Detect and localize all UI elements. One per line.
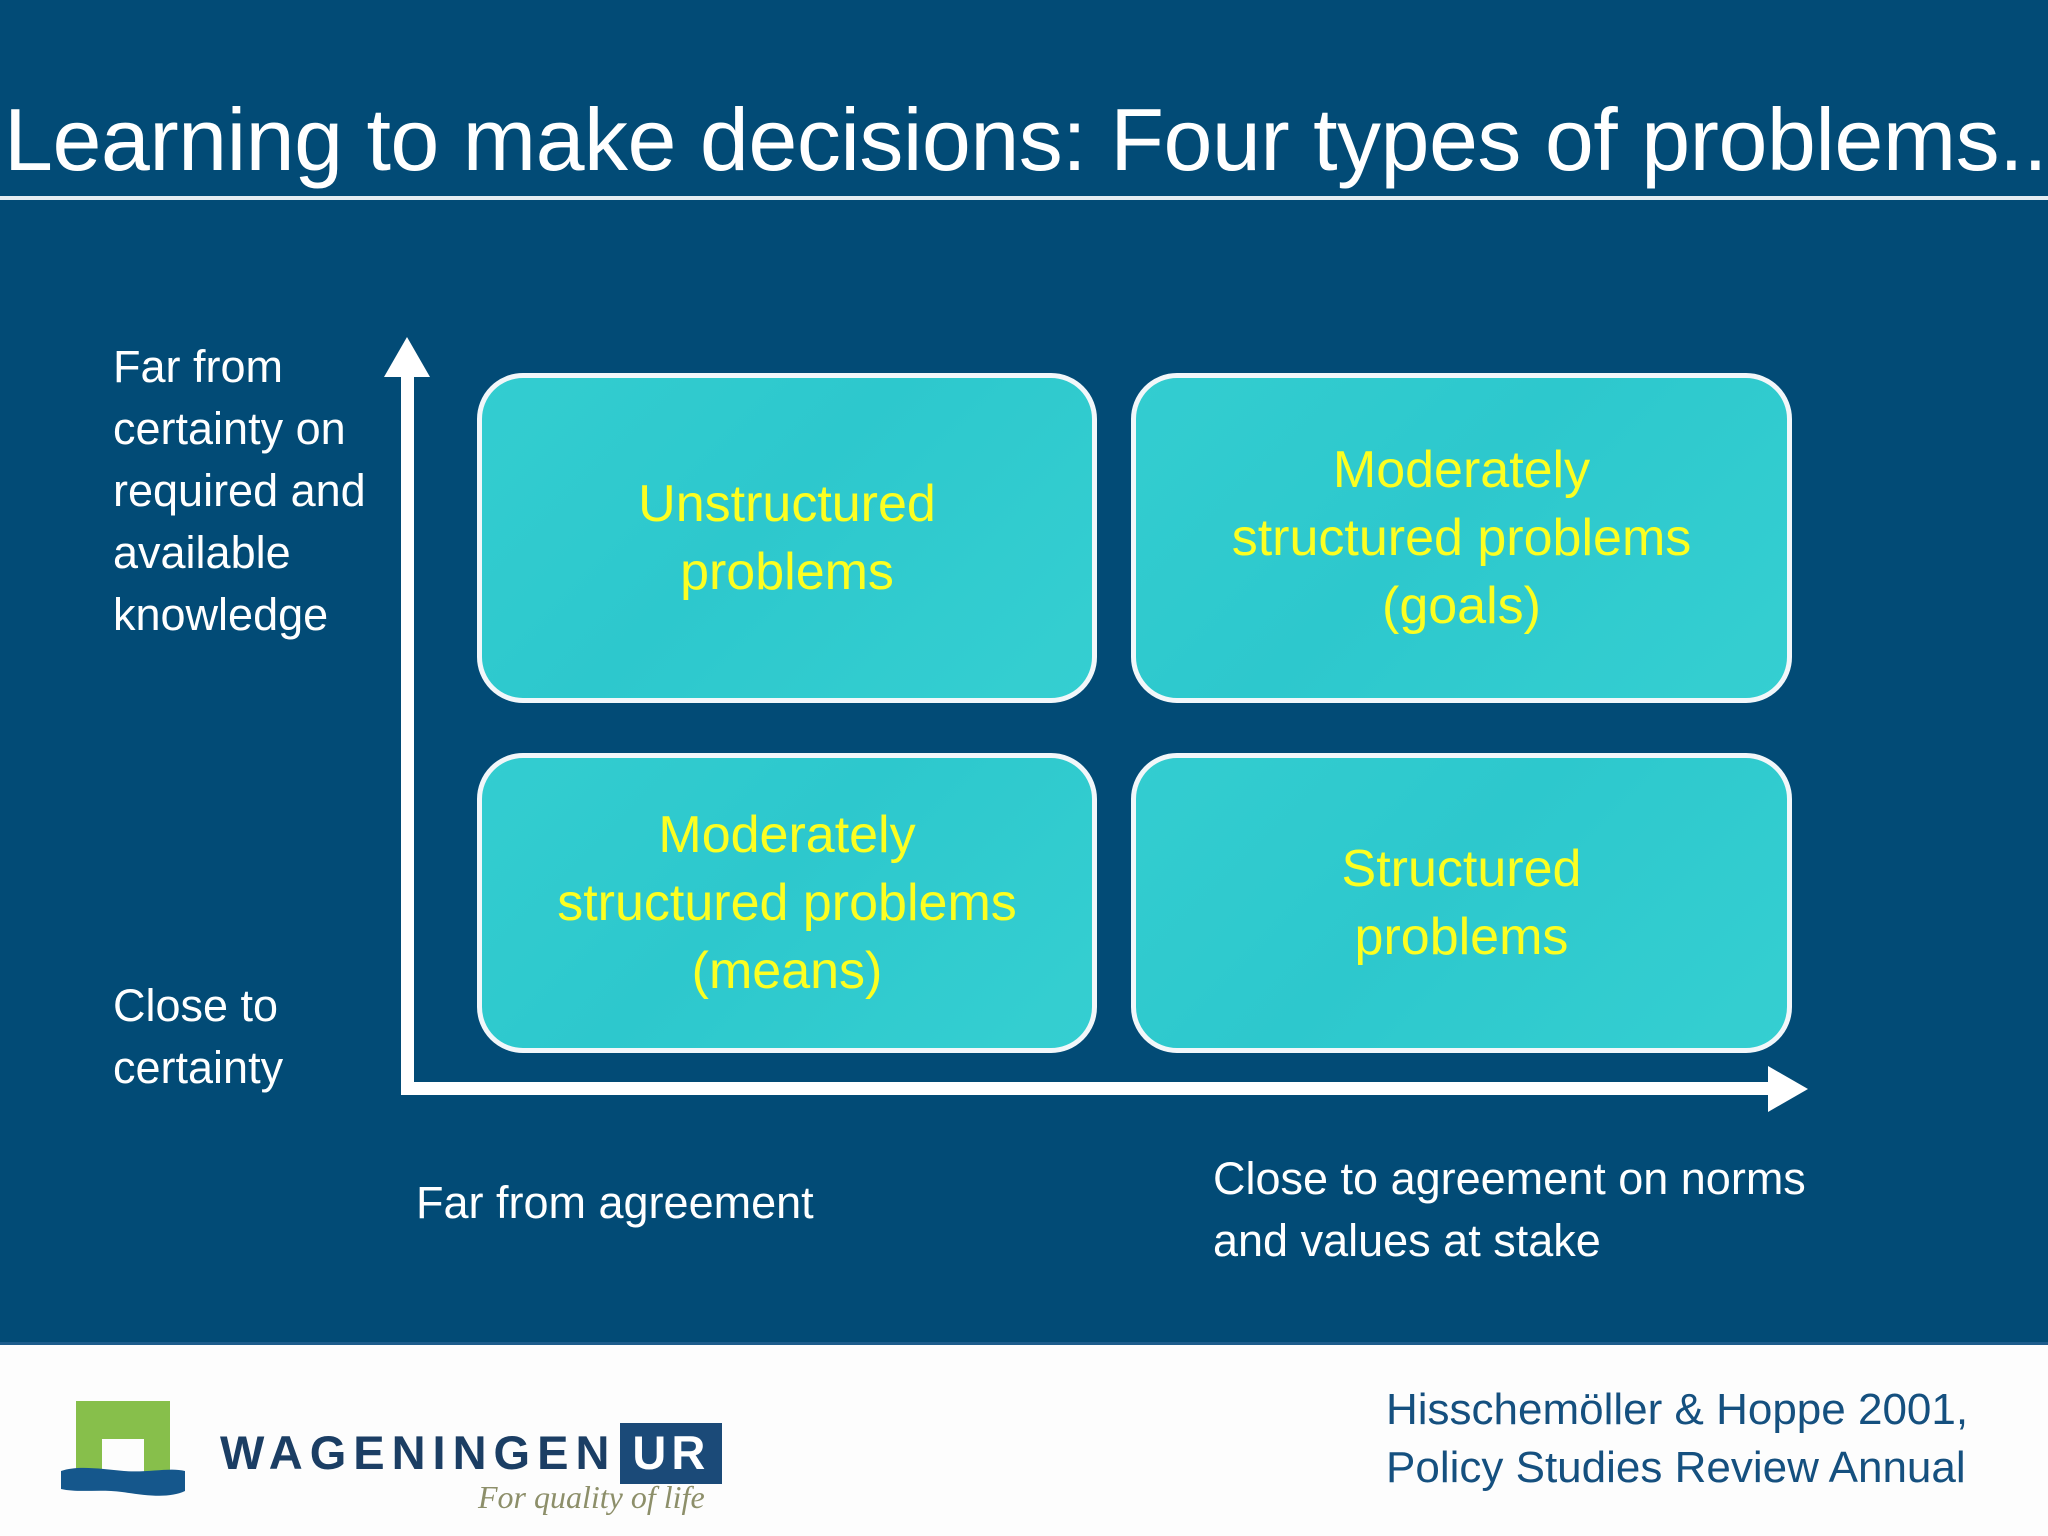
logo-tagline: For quality of life — [478, 1479, 705, 1515]
logo-ur-badge: UR — [620, 1423, 723, 1484]
citation-line-2: Policy Studies Review Annual — [1386, 1443, 1966, 1492]
title-underline — [0, 196, 2048, 200]
y-axis-top-label: Far from certainty on required and avail… — [113, 341, 366, 640]
arrow-right-icon — [1768, 1066, 1808, 1112]
citation-block: Hisschemöller & Hoppe 2001, Policy Studi… — [1386, 1381, 2006, 1497]
citation-line-1: Hisschemöller & Hoppe 2001, — [1386, 1385, 1969, 1434]
title-block: Learning to make decisions: Four types o… — [0, 88, 2048, 198]
wageningen-gate-logo-icon — [61, 1401, 185, 1496]
logo-wordmark-label: WAGENINGEN — [220, 1426, 617, 1479]
x-axis-right-label: Close to agreement on norms and values a… — [1213, 1153, 1806, 1266]
x-axis-line — [401, 1082, 1779, 1095]
x-axis-left-label: Far from agreement — [416, 1177, 814, 1228]
page-title: Learning to make decisions: Four types o… — [4, 90, 2048, 189]
arrow-up-icon — [384, 337, 430, 377]
y-axis-bottom-label: Close to certainty — [113, 980, 284, 1093]
y-axis-line — [401, 368, 414, 1094]
